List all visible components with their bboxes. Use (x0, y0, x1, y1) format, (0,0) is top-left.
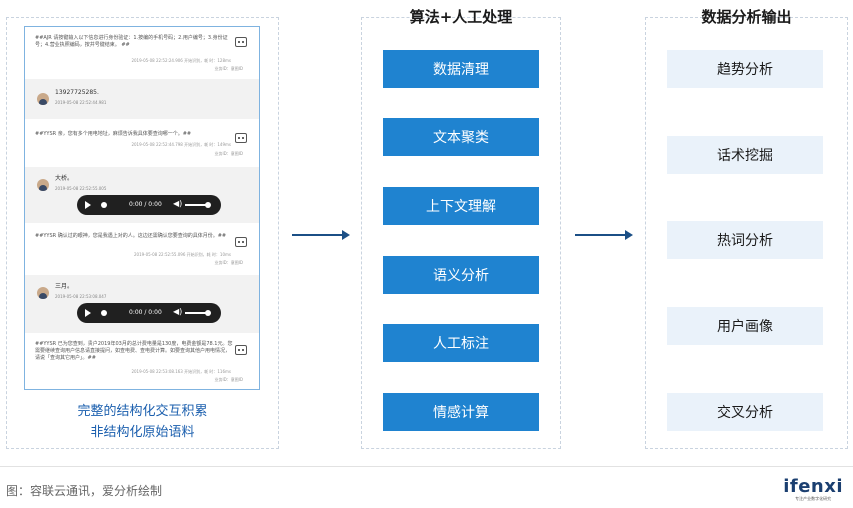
logo-tagline: 专注产业数字化研究 (795, 496, 832, 501)
corpus-caption-line1: 完整的结构化交互积累 (77, 404, 208, 419)
logo-text: ifenxi (783, 476, 843, 497)
step-semantic-analysis: 语义分析 (383, 256, 539, 294)
user-avatar-icon (37, 93, 49, 105)
processing-panel (361, 17, 561, 449)
user-time: 2019-05-08 22:53:08.047 (55, 294, 107, 299)
processing-title: 算法+人工处理 (409, 8, 513, 26)
chat-message-bot: ##YYSR 已为您查到，贵户2019年03月的总计费电量是130度，电费金额是… (25, 337, 259, 389)
output-user-profile: 用户画像 (667, 307, 823, 345)
bot-text: ##AJR 请按键输入以下信息进行身份验证：1.按编的手机号码；2.用户编号；3… (35, 35, 228, 48)
bot-tag: 业务ID：意图ID (214, 377, 243, 382)
output-trend-analysis: 趋势分析 (667, 50, 823, 88)
step-manual-annotation: 人工标注 (383, 324, 539, 362)
arrow-right-icon (575, 230, 633, 240)
bot-tag: 业务ID：意图ID (214, 151, 243, 156)
step-emotion-computing: 情感计算 (383, 393, 539, 431)
play-icon[interactable] (85, 201, 91, 209)
robot-icon (235, 37, 247, 47)
user-time: 2019-05-08 22:52:55.005 (55, 186, 107, 191)
user-avatar-icon (37, 179, 49, 191)
step-data-cleaning: 数据清理 (383, 50, 539, 88)
chat-message-bot: ##YYSR 确认过的眼神，您是我遇上对的人。这边还需确认您要查询的具体月份。#… (25, 227, 259, 271)
volume-handle[interactable] (205, 202, 211, 208)
volume-bar[interactable] (185, 204, 209, 206)
user-name: 大桥。 (55, 175, 74, 182)
chat-log: ##AJR 请按键输入以下信息进行身份验证：1.按编的手机号码；2.用户编号；3… (24, 26, 260, 390)
source-note: 图：容联云通讯，爱分析绘制 (6, 484, 163, 498)
user-time: 2019-05-08 22:52:44.981 (55, 100, 107, 105)
bot-time: 2019-05-08 22:52:55.096 开始识别，耗 时：10ms (133, 252, 231, 257)
user-name: 13927725285. (55, 89, 99, 96)
volume-bar[interactable] (185, 312, 209, 314)
output-hotword-analysis: 热词分析 (667, 221, 823, 259)
play-icon[interactable] (85, 309, 91, 317)
output-script-mining: 话术挖掘 (667, 136, 823, 174)
bot-text: ##YYSR 亲，您有多个用电地址，麻烦告诉我具体要查询哪一个。## (35, 131, 192, 137)
output-title: 数据分析输出 (701, 8, 792, 26)
step-context-understanding: 上下文理解 (383, 187, 539, 225)
footer-divider (0, 466, 853, 467)
output-cross-analysis: 交叉分析 (667, 393, 823, 431)
volume-icon[interactable]: ◀) (173, 307, 183, 316)
arrow-right-icon (292, 230, 350, 240)
corpus-caption-line2: 非结构化原始语料 (90, 425, 195, 440)
bot-text: ##YYSR 确认过的眼神，您是我遇上对的人。这边还需确认您要查询的具体月份。#… (35, 233, 227, 239)
user-name: 三月。 (55, 283, 74, 290)
chat-message-user: 大桥。 2019-05-08 22:52:55.005 0:00 / 0:00 … (25, 167, 259, 223)
seek-handle[interactable] (101, 310, 107, 316)
bot-text: ##YYSR 已为您查到，贵户2019年03月的总计费电量是130度，电费金额是… (35, 341, 233, 361)
audio-player[interactable]: 0:00 / 0:00 ◀) (77, 195, 221, 215)
robot-icon (235, 345, 247, 355)
bot-tag: 业务ID：意图ID (214, 260, 243, 265)
step-text-clustering: 文本聚类 (383, 118, 539, 156)
bot-time: 2019-05-08 22:53:08.163 开始识别，耗 时：116ms (131, 369, 231, 374)
bot-tag: 业务ID：意图ID (214, 66, 243, 71)
volume-icon[interactable]: ◀) (173, 199, 183, 208)
ifenxi-logo: ifenxi 专注产业数字化研究 (783, 478, 843, 502)
chat-message-user: 13927725285. 2019-05-08 22:52:44.981 (25, 79, 259, 119)
audio-time: 0:00 / 0:00 (129, 201, 162, 208)
robot-icon (235, 133, 247, 143)
user-avatar-icon (37, 287, 49, 299)
chat-message-bot: ##AJR 请按键输入以下信息进行身份验证：1.按编的手机号码；2.用户编号；3… (25, 27, 259, 77)
audio-player[interactable]: 0:00 / 0:00 ◀) (77, 303, 221, 323)
chat-message-bot: ##YYSR 亲，您有多个用电地址，麻烦告诉我具体要查询哪一个。## 2019-… (25, 123, 259, 163)
robot-icon (235, 237, 247, 247)
bot-time: 2019-05-08 22:52:44.798 开始识别，耗 时：149ms (131, 142, 231, 147)
audio-time: 0:00 / 0:00 (129, 309, 162, 316)
seek-handle[interactable] (101, 202, 107, 208)
bot-time: 2019-05-08 22:52:24.906 开始识别，耗 时：128ms (131, 58, 231, 63)
chat-message-user: 三月。 2019-05-08 22:53:08.047 0:00 / 0:00 … (25, 275, 259, 333)
volume-handle[interactable] (205, 310, 211, 316)
